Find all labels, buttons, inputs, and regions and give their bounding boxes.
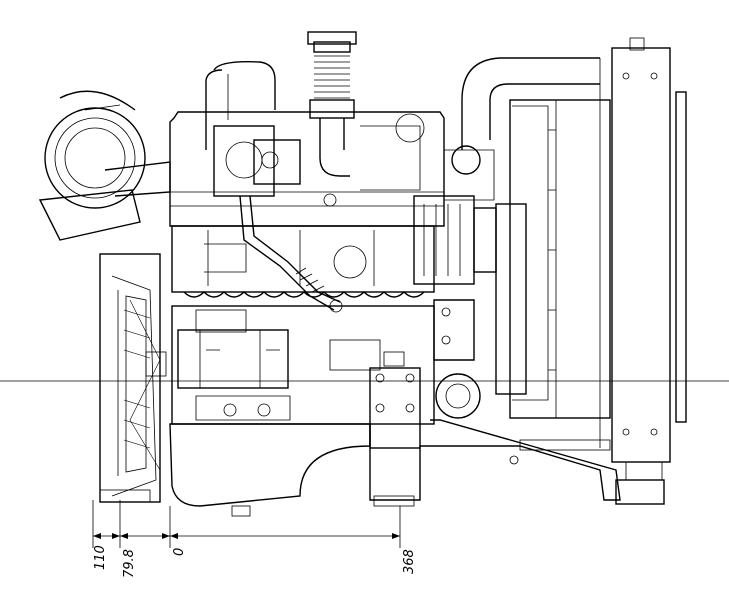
dimension-label-368: 368 xyxy=(402,549,417,574)
air-cleaner xyxy=(38,90,171,241)
radiator xyxy=(461,37,687,505)
engine-block xyxy=(169,111,445,449)
dimension-label-0: 0 xyxy=(172,548,187,556)
front-fan-housing xyxy=(99,253,167,503)
dimension-label-79-8: 79.8 xyxy=(122,549,137,578)
dimension-label-110: 110 xyxy=(93,545,108,570)
dimension-lines xyxy=(92,500,401,548)
turbo-and-intake xyxy=(205,31,357,313)
alternator xyxy=(413,145,497,419)
oil-pan xyxy=(169,419,621,517)
